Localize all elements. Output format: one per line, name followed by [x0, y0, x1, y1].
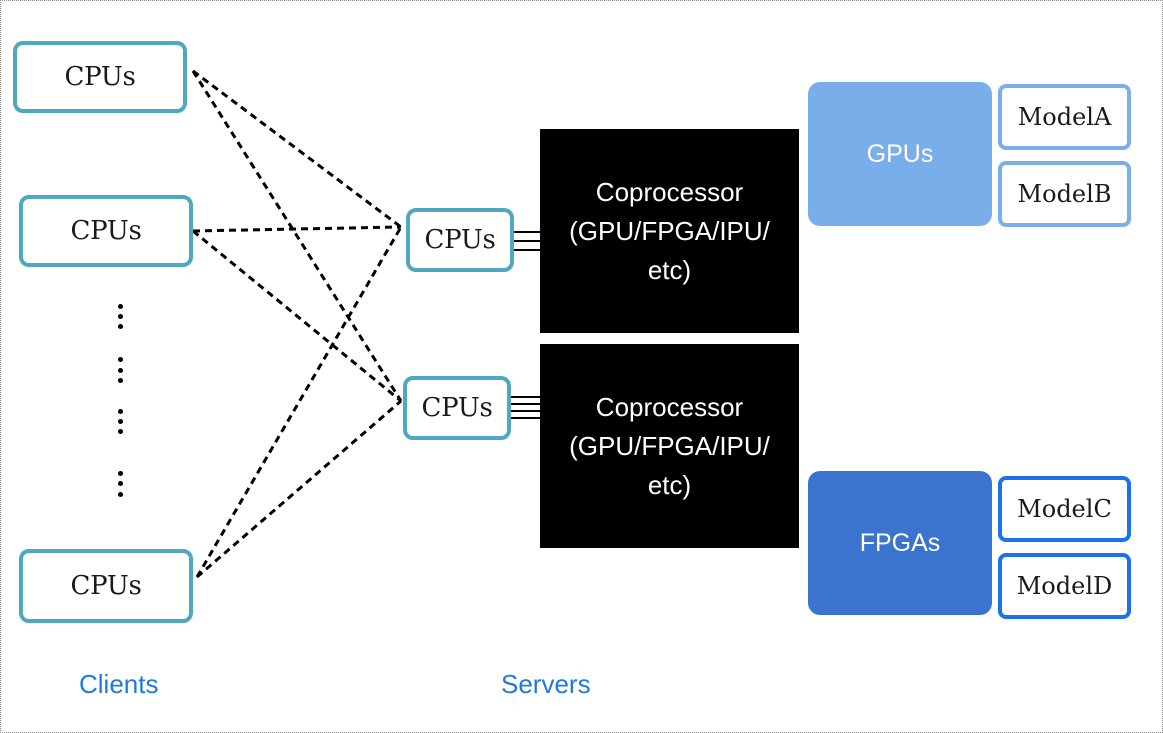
client-1-to-server-1-link — [192, 69, 402, 229]
client-2-to-server-1-link — [192, 225, 402, 233]
coprocessor-label-2: Coprocessor (GPU/FPGA/IPU/ etc) — [569, 391, 770, 500]
ellipsis-dot — [118, 429, 123, 434]
servers-group-label: Servers — [501, 669, 591, 699]
server-cpu-box-2: CPUs — [403, 376, 511, 440]
ellipsis-dot — [118, 492, 123, 497]
model-box-b: ModelB — [998, 161, 1131, 227]
clients-group-label: Clients — [79, 669, 159, 699]
server-cpu-label-1: CPUs — [424, 225, 496, 255]
client-3-to-server-2-link — [196, 399, 402, 579]
model-label-b: ModelB — [1017, 180, 1112, 208]
ellipsis-dot — [118, 409, 123, 414]
client-cpu-label-1: CPUs — [64, 62, 136, 92]
coprocessor-label-1: Coprocessor (GPU/FPGA/IPU/ etc) — [569, 176, 770, 285]
client-cpu-box-2: CPUs — [19, 195, 193, 267]
ellipsis-dot — [118, 378, 123, 383]
model-box-d: ModelD — [998, 553, 1131, 619]
ellipsis-dot — [118, 481, 123, 486]
model-label-d: ModelD — [1016, 572, 1113, 600]
model-label-a: ModelA — [1017, 103, 1112, 131]
model-box-a: ModelA — [998, 84, 1131, 150]
client-cpu-label-2: CPUs — [70, 216, 142, 246]
client-cpu-label-3: CPUs — [70, 571, 142, 601]
coprocessor-block-2: Coprocessor (GPU/FPGA/IPU/ etc) — [540, 344, 799, 548]
model-box-c: ModelC — [998, 476, 1131, 542]
gpus-block: GPUs — [808, 82, 992, 226]
server-cpu-label-2: CPUs — [421, 393, 493, 423]
ellipsis-dot — [118, 304, 123, 309]
client-3-to-server-1-link — [195, 226, 403, 578]
coprocessor-block-1: Coprocessor (GPU/FPGA/IPU/ etc) — [540, 129, 799, 333]
bus-connector-1 — [514, 231, 541, 251]
server-cpu-box-1: CPUs — [406, 208, 514, 272]
client-1-to-server-2-link — [191, 70, 403, 402]
client-2-to-server-2-link — [192, 229, 402, 403]
fpgas-label: FPGAs — [859, 528, 941, 557]
ellipsis-dot — [118, 368, 123, 373]
ellipsis-dot — [118, 357, 123, 362]
fpgas-block: FPGAs — [808, 471, 992, 615]
ellipsis-dot — [118, 324, 123, 329]
ellipsis-dot — [118, 419, 123, 424]
model-label-c: ModelC — [1017, 495, 1112, 523]
ellipsis-dot — [118, 314, 123, 319]
bus-connector-2 — [511, 396, 540, 419]
client-cpu-box-3: CPUs — [19, 549, 193, 623]
ellipsis-dot — [118, 471, 123, 476]
client-cpu-box-1: CPUs — [13, 41, 187, 113]
gpus-label: GPUs — [866, 139, 934, 168]
